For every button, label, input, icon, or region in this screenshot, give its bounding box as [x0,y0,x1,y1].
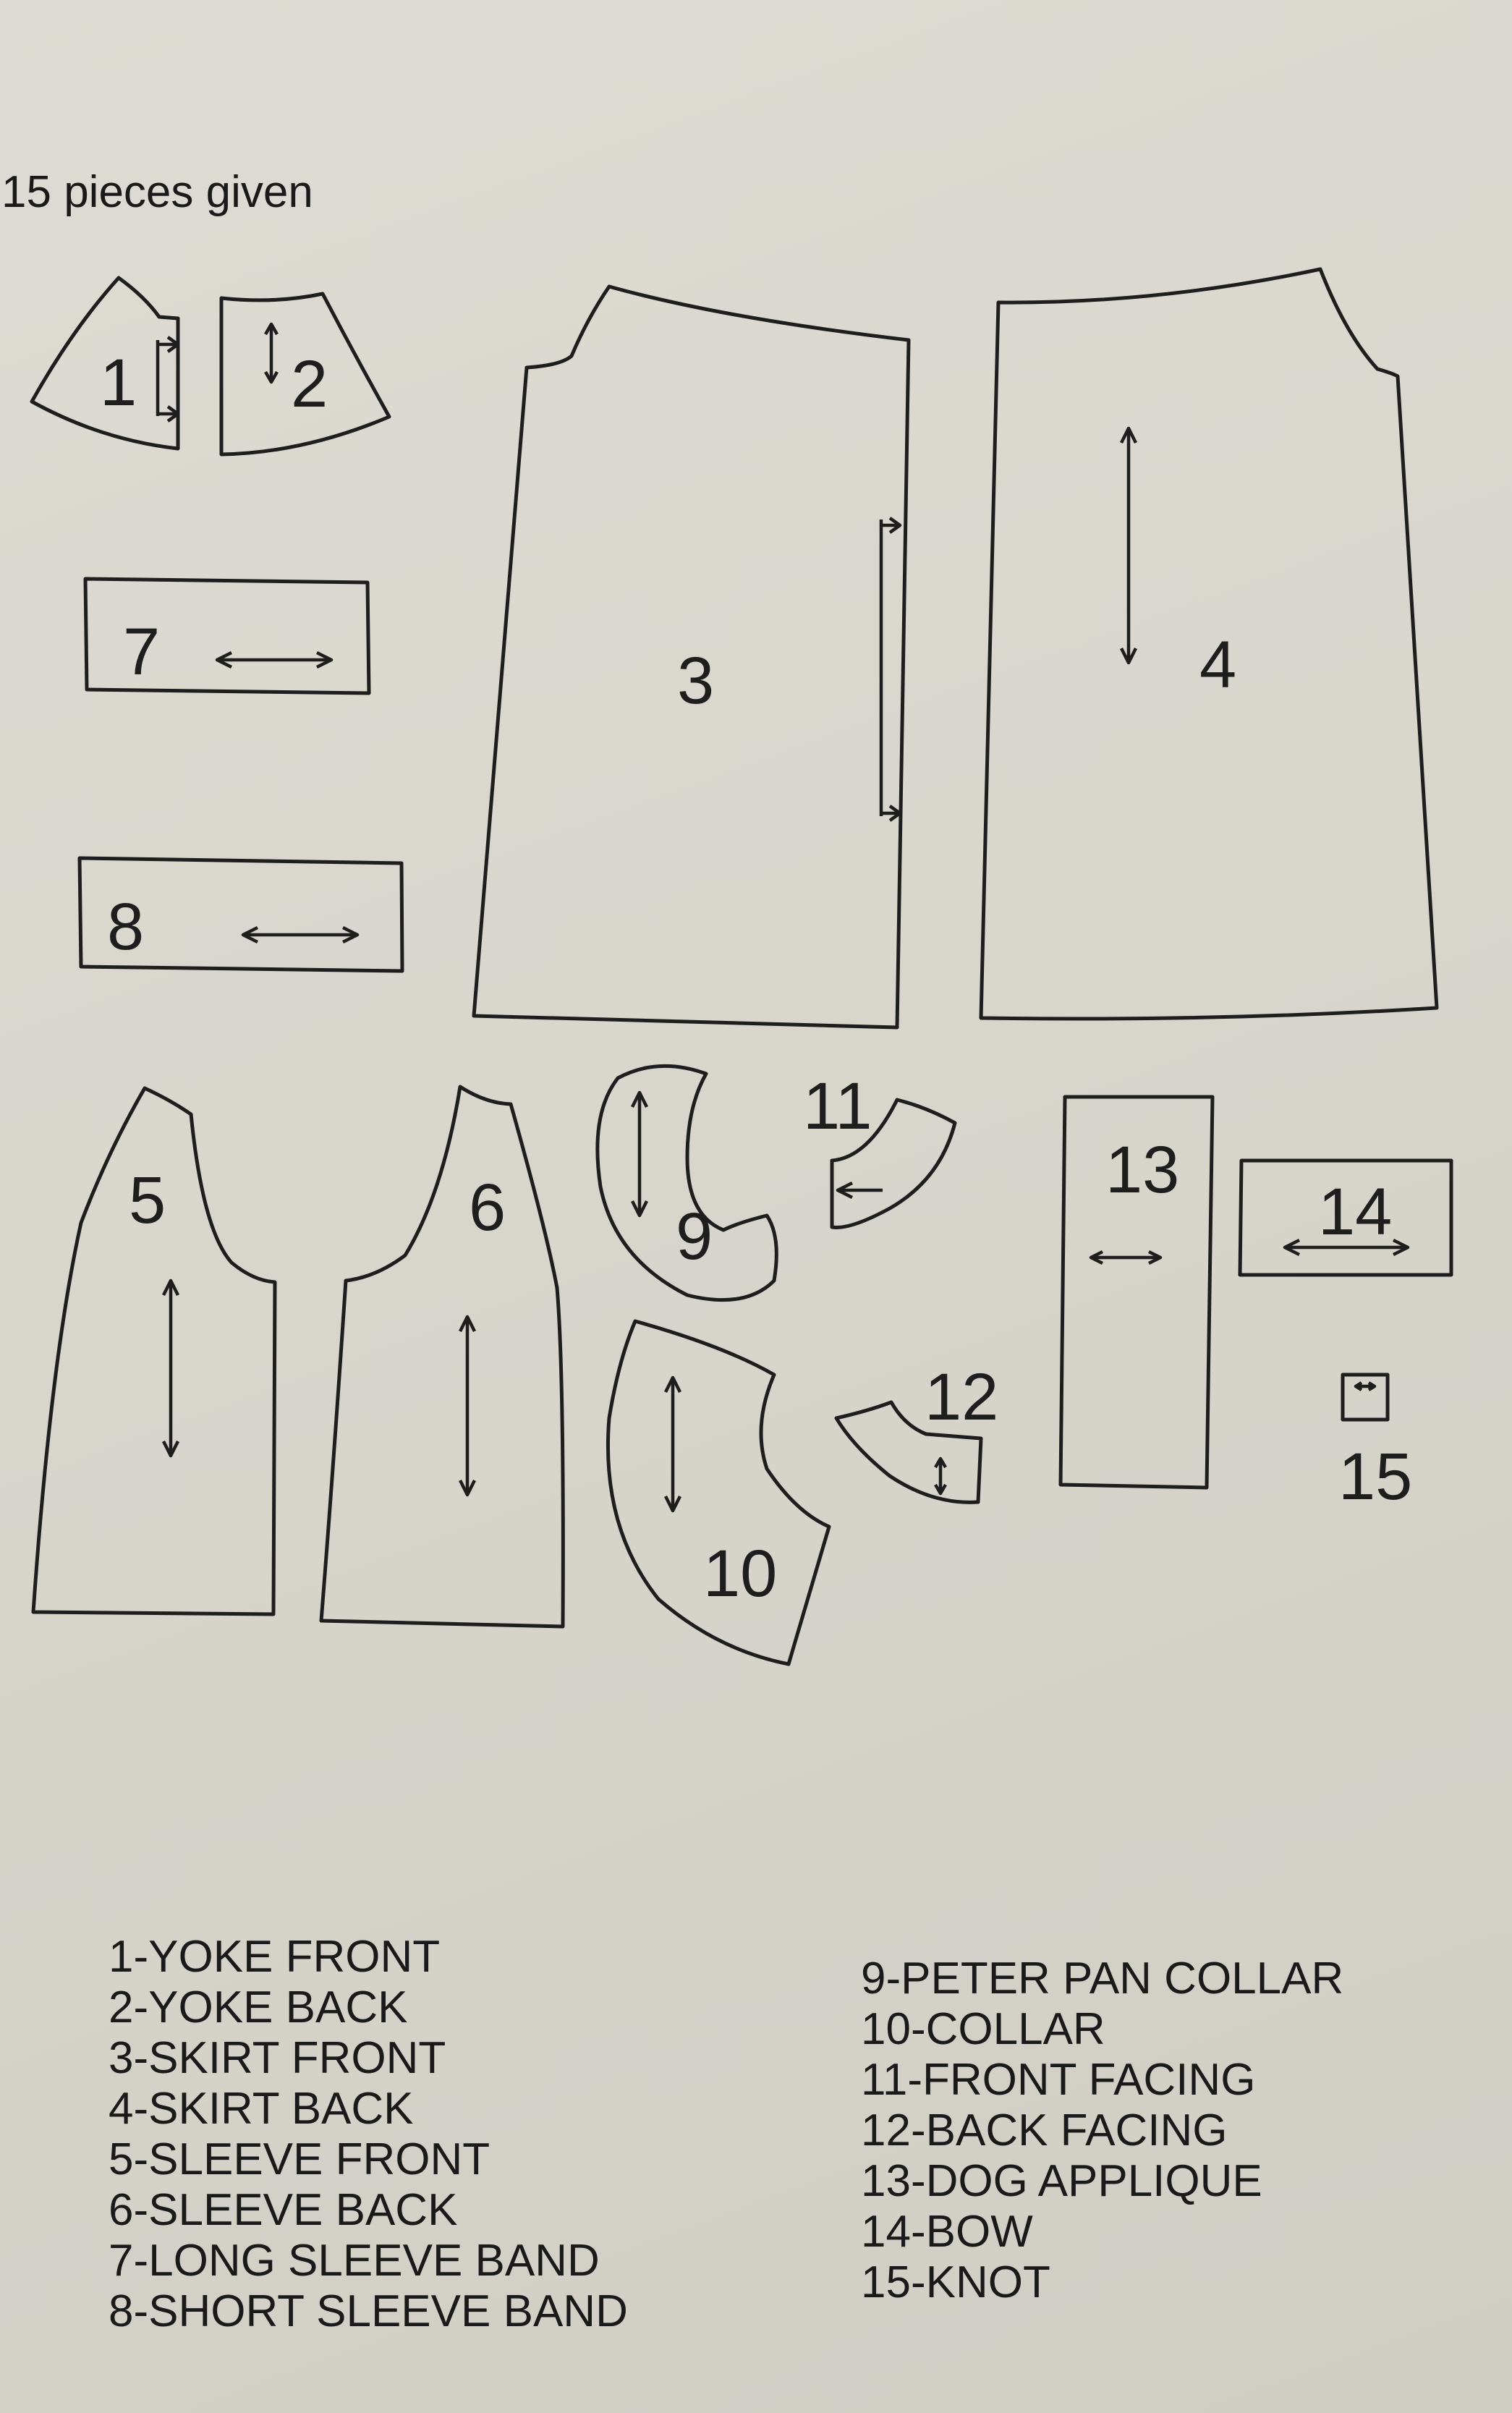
legend-item: 3-SKIRT FRONT [109,2033,446,2083]
piece-4-skirt-back: 4 [979,267,1439,1021]
piece-7-number: 7 [123,615,160,689]
legend-item: 7-LONG SLEEVE BAND [109,2236,600,2286]
piece-11-number: 11 [803,1069,872,1143]
piece-2-yoke-back: 2 [219,292,391,457]
piece-legend-left: 1-YOKE FRONT 2-YOKE BACK 3-SKIRT FRONT 4… [109,1932,628,2337]
piece-1-yoke-front: 1 [30,276,180,451]
legend-item: 13-DOG APPLIQUE [861,2156,1262,2206]
legend-item: 8-SHORT SLEEVE BAND [109,2286,628,2336]
piece-13-dog-applique: 13 [1058,1095,1215,1490]
piece-11-front-facing: 11 [803,1069,957,1229]
legend-item: 9-PETER PAN COLLAR [861,1954,1344,2003]
legend-item: 1-YOKE FRONT [109,1932,441,1982]
legend-item: 10-COLLAR [861,2004,1105,2054]
piece-15-number: 15 [1338,1440,1412,1514]
piece-6-number: 6 [469,1171,506,1244]
piece-3-skirt-front: 3 [472,284,911,1030]
piece-12-back-facing: 12 [834,1360,998,1504]
piece-15-knot: 15 [1338,1373,1412,1514]
piece-5-number: 5 [129,1163,166,1237]
piece-13-number: 13 [1105,1133,1179,1207]
piece-3-number: 3 [677,644,714,718]
legend-item: 15-KNOT [861,2257,1050,2307]
piece-8-number: 8 [107,890,144,964]
piece-6-sleeve-back: 6 [319,1085,565,1629]
legend-item: 4-SKIRT BACK [109,2084,414,2134]
piece-4-number: 4 [1199,628,1236,702]
piece-10-collar: 10 [606,1319,831,1666]
legend-item: 11-FRONT FACING [861,2055,1256,2105]
piece-9-number: 9 [676,1200,713,1273]
piece-14-bow: 14 [1238,1158,1453,1277]
pieces-given-caption: 15 pieces given [1,167,313,217]
piece-12-number: 12 [925,1360,998,1434]
piece-14-number: 14 [1318,1175,1392,1249]
piece-2-number: 2 [291,347,328,421]
legend-item: 5-SLEEVE FRONT [109,2134,490,2184]
piece-5-sleeve-front: 5 [31,1086,277,1616]
legend-item: 6-SLEEVE BACK [109,2185,458,2235]
piece-7-long-sleeve-band: 7 [83,577,371,695]
piece-9-peter-pan-collar: 9 [595,1064,778,1302]
piece-10-number: 10 [703,1537,777,1611]
piece-legend-right: 9-PETER PAN COLLAR 10-COLLAR 11-FRONT FA… [861,1954,1343,2308]
piece-1-number: 1 [100,346,137,420]
legend-item: 12-BACK FACING [861,2105,1228,2155]
legend-item: 2-YOKE BACK [109,1982,408,2032]
piece-8-short-sleeve-band: 8 [77,856,404,973]
legend-item: 14-BOW [861,2207,1033,2257]
